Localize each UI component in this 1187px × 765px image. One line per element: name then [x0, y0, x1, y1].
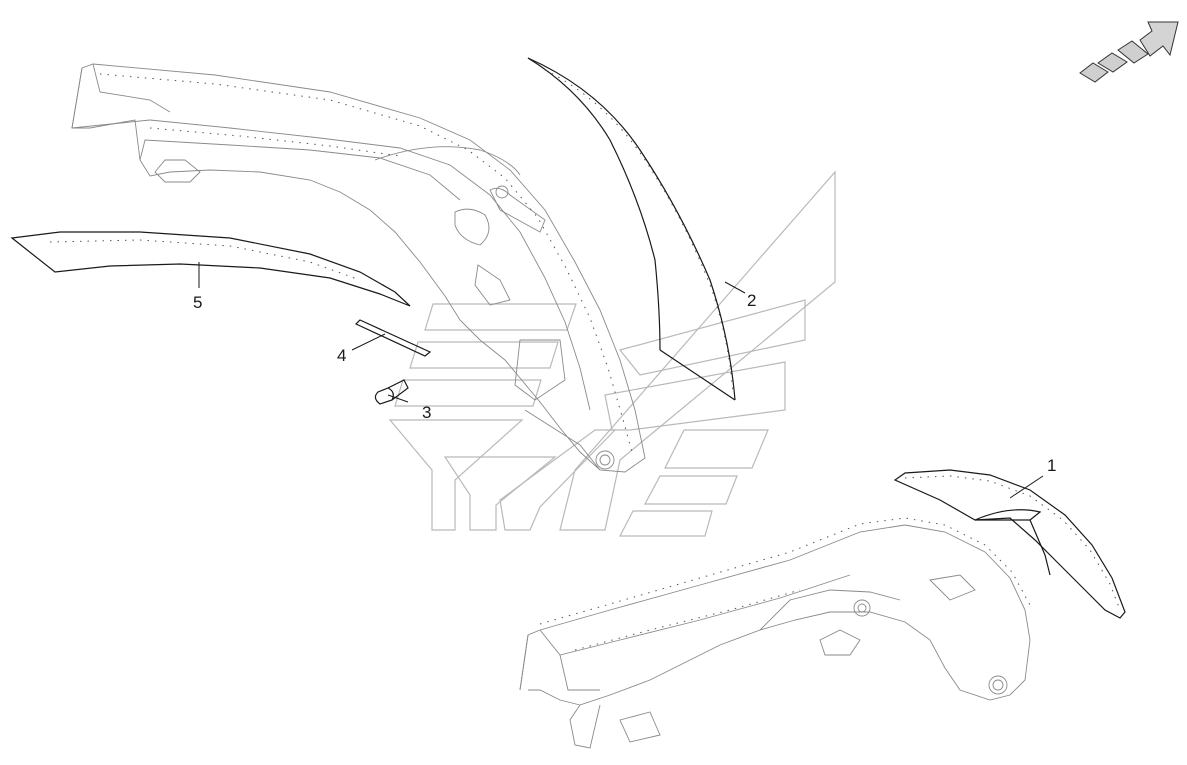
part-2-panel: [527, 57, 736, 401]
direction-arrow-icon: [1079, 21, 1179, 83]
lower-frame-assembly: [519, 517, 1031, 749]
part-3-bolt: [374, 379, 409, 405]
leader-2: [724, 281, 746, 294]
callout-2: 2: [747, 291, 756, 310]
brand-watermark-icon: [388, 170, 836, 537]
part-5-strip: [10, 231, 411, 307]
callout-3: 3: [422, 403, 431, 422]
leader-1: [1009, 475, 1044, 499]
leader-3: [387, 394, 409, 403]
part-1-panel: [893, 469, 1126, 619]
callout-4: 4: [337, 346, 346, 365]
callout-5: 5: [193, 293, 202, 312]
leader-4: [351, 333, 386, 351]
part-4-strip: [354, 319, 432, 357]
callout-1: 1: [1047, 456, 1056, 475]
upper-frame-assembly: [71, 63, 646, 473]
